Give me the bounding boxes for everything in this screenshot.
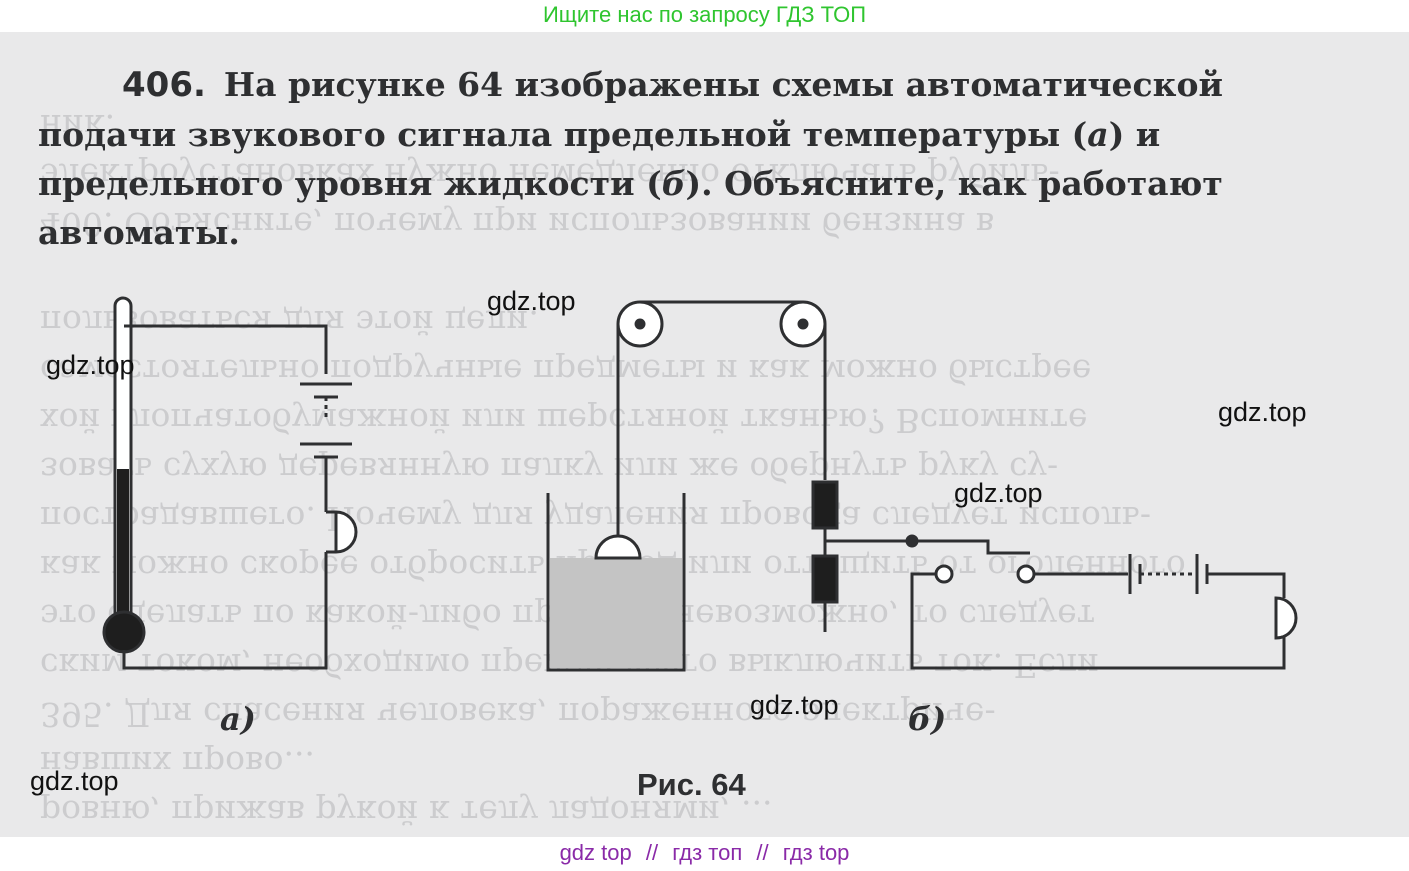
watermark: gdz.top — [750, 690, 839, 720]
link-gdz-top-mixed[interactable]: гдз top — [782, 840, 850, 865]
link-gdz-top-cyrillic[interactable]: гдз топ — [672, 840, 743, 865]
float — [594, 534, 642, 560]
problem-406: 406.На рисунке 64 изображены схемы автом… — [38, 60, 1368, 257]
return-wire-a — [122, 552, 328, 670]
contact-wire-top — [124, 324, 328, 374]
watermark: gdz.top — [1218, 397, 1307, 427]
search-banner: Ищите нас по запросу ГДЗ ТОП — [0, 0, 1409, 32]
scheme-b-label: б) — [908, 700, 947, 738]
counterweight-lower — [811, 554, 839, 604]
problem-text-part-2: ) и предельного уровня жидкости ( — [38, 115, 1161, 203]
figure-caption: Рис. 64 — [637, 767, 746, 802]
thermometer-bulb — [102, 610, 146, 654]
switch-terminal-right — [1016, 564, 1036, 584]
switch-terminal-left — [934, 564, 954, 584]
link-separator: // — [645, 840, 659, 865]
bell-a — [334, 510, 358, 554]
thermometer-column — [117, 469, 129, 629]
bell-b — [1274, 596, 1298, 640]
textbook-page-scan: ровню, прижав рукой к телу ладонями, ...… — [0, 32, 1409, 837]
watermark: gdz.top — [46, 350, 135, 380]
return-wire-b — [910, 572, 1286, 670]
scheme-a-temperature-alarm — [102, 296, 358, 670]
switch-contact-arm — [912, 539, 1030, 555]
link-separator: // — [756, 840, 769, 865]
watermark: gdz.top — [487, 286, 576, 316]
problem-number: 406. — [122, 65, 206, 105]
pulley-right-axle — [797, 318, 809, 330]
bottom-links: gdz top // гдз топ // гдз top — [0, 837, 1409, 871]
counterweight-upper — [811, 480, 839, 530]
problem-label-a: а — [1087, 115, 1109, 154]
pulley-left-axle — [634, 318, 646, 330]
problem-text-part-3: ). Объясните, как работают автоматы. — [38, 164, 1223, 252]
watermark: gdz.top — [30, 766, 119, 796]
problem-text-part-1: На рисунке 64 изображены схемы автоматич… — [38, 65, 1223, 154]
scheme-b-level-alarm — [546, 300, 1298, 672]
watermark: gdz.top — [954, 478, 1043, 508]
wire-to-bell-b — [1207, 572, 1286, 598]
figure-64 — [102, 296, 1298, 672]
liquid — [550, 558, 682, 668]
link-gdz-top[interactable]: gdz top — [559, 840, 632, 865]
scheme-a-label: а) — [220, 700, 256, 738]
problem-label-b: б — [661, 164, 686, 203]
vessel — [546, 493, 686, 672]
